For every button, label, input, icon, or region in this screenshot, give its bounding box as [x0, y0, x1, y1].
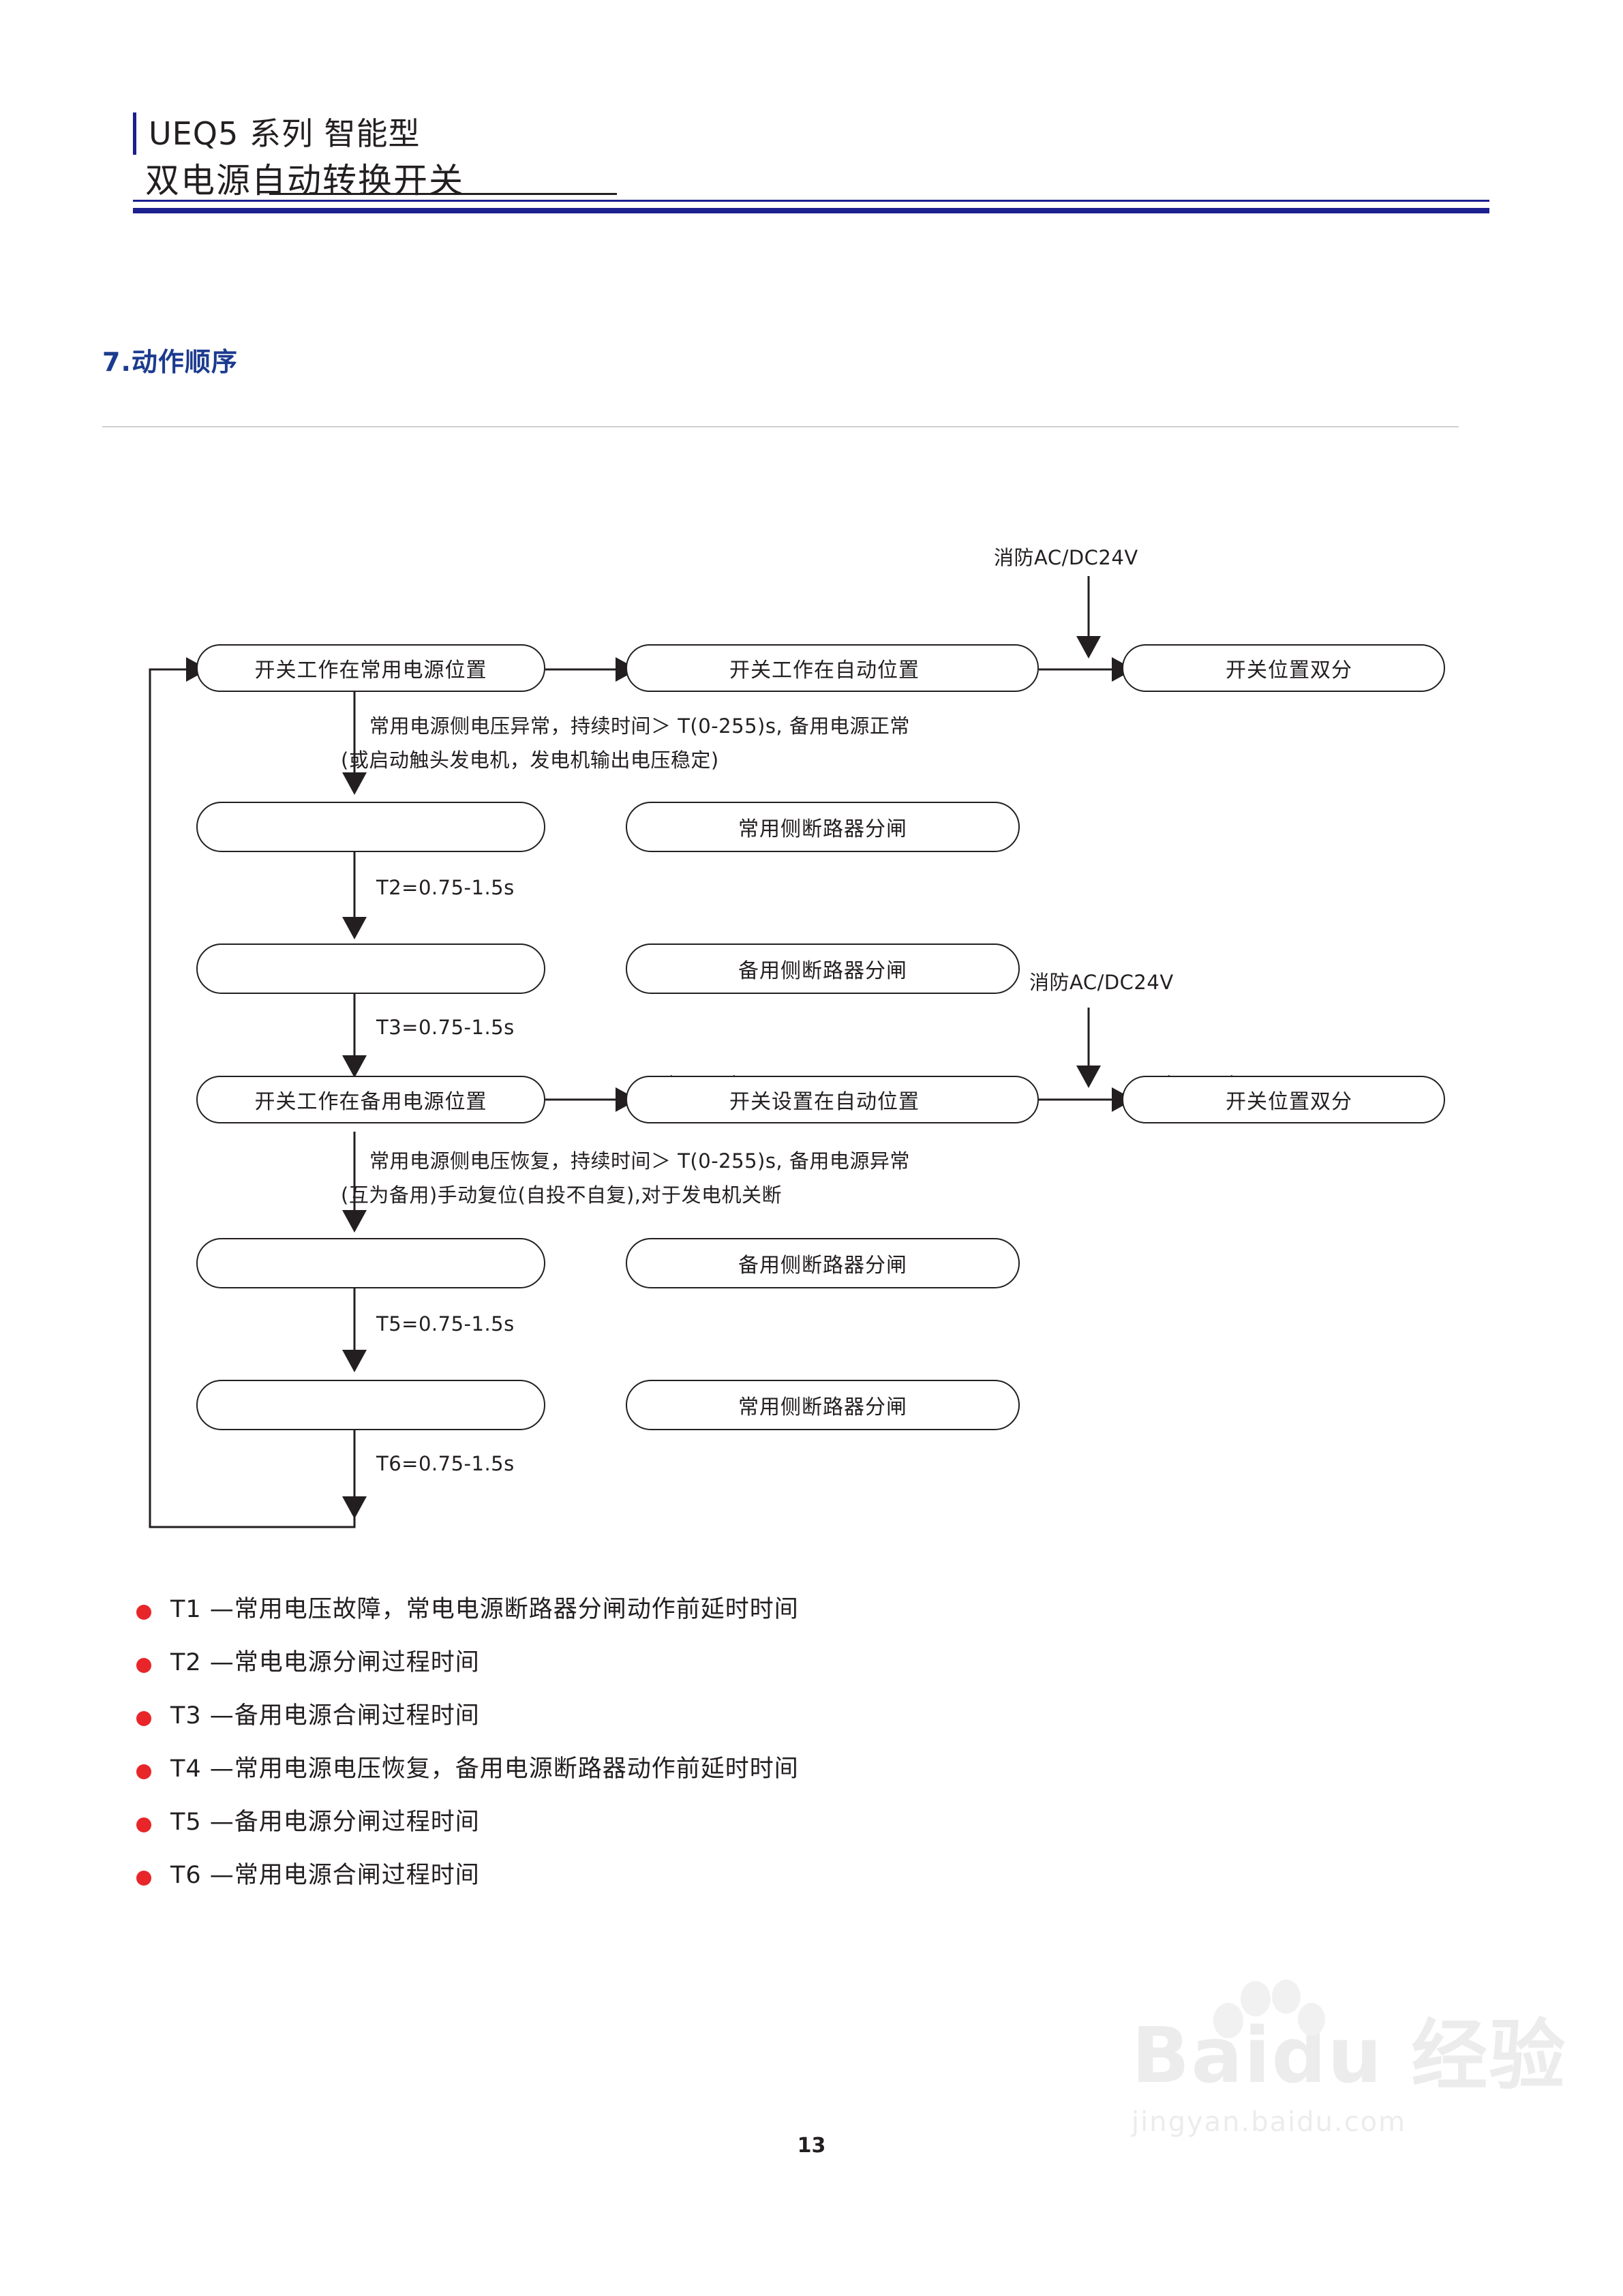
list-item: T6 —常用电源合闸过程时间 [136, 1861, 799, 1890]
legend-item-label: T4 —常用电源电压恢复，备用电源断路器动作前延时时间 [170, 1755, 799, 1783]
annotation-generator-start: (或启动触头发电机，发电机输出电压稳定) [341, 749, 719, 772]
node-blank-4[interactable] [196, 1380, 545, 1430]
paw-print-icon [1213, 1976, 1325, 2057]
annotation-normal-restore: 常用电源侧电压恢复，持续时间＞ T(0-255)s, 备用电源异常 [369, 1149, 910, 1173]
legend-list: T1 —常用电压故障，常电电源断路器分闸动作前延时时间 T2 —常电电源分闸过程… [136, 1595, 799, 1914]
bullet-dot-icon [136, 1658, 151, 1673]
header-title-line-1: UEQ5 系列 智能型 [133, 112, 1489, 155]
section-title: 7.动作顺序 [102, 347, 238, 377]
annotation-normal-abnormal: 常用电源侧电压异常，持续时间＞ T(0-255)s, 备用电源正常 [369, 714, 910, 738]
page-number: 13 [797, 2134, 826, 2158]
annotation-t2: T2=0.75-1.5s [376, 876, 515, 899]
node-normal-side-breaker-open-1[interactable]: 常用侧断路器分闸 [626, 802, 1020, 852]
legend-item-label: T3 —备用电源合闸过程时间 [170, 1702, 480, 1729]
document-header: UEQ5 系列 智能型 双电源自动转换开关 [133, 112, 1489, 213]
header-rule-thick [133, 208, 1489, 213]
list-item: T5 —备用电源分闸过程时间 [136, 1808, 799, 1837]
header-rule-thin [133, 200, 1489, 202]
bullet-dot-icon [136, 1711, 151, 1726]
watermark: Baidu 经验 jingyan.baidu.com [1132, 1980, 1567, 2209]
node-switch-set-auto[interactable]: 开关设置在自动位置 [626, 1076, 1039, 1123]
header-title-line-2: 双电源自动转换开关 [145, 161, 464, 201]
bullet-dot-icon [136, 1871, 151, 1886]
legend-item-label: T5 —备用电源分闸过程时间 [170, 1809, 480, 1836]
annotation-manual-reset: (互为备用)手动复位(自投不自复),对于发电机关断 [341, 1183, 782, 1207]
annotation-t3: T3=0.75-1.5s [376, 1016, 515, 1039]
bullet-dot-icon [136, 1764, 151, 1779]
node-normal-power-position[interactable]: 开关工作在常用电源位置 [196, 644, 545, 692]
header-title-rule [269, 193, 617, 195]
fire-signal-label-top: 消防AC/DC24V [994, 546, 1138, 569]
legend-item-label: T6 —常用电源合闸过程时间 [170, 1862, 480, 1889]
node-auto-position[interactable]: 开关工作在自动位置 [626, 644, 1039, 692]
node-backup-side-breaker-open-1[interactable]: 备用侧断路器分闸 [626, 943, 1020, 994]
section-divider [102, 426, 1459, 427]
list-item: T2 —常电电源分闸过程时间 [136, 1648, 799, 1677]
legend-item-label: T1 —常用电压故障，常电电源断路器分闸动作前延时时间 [170, 1596, 799, 1623]
node-backup-power-position[interactable]: 开关工作在备用电源位置 [196, 1076, 545, 1123]
bullet-dot-icon [136, 1817, 151, 1832]
node-blank-3[interactable] [196, 1238, 545, 1288]
watermark-url: jingyan.baidu.com [1132, 2106, 1407, 2138]
annotation-t5: T5=0.75-1.5s [376, 1312, 515, 1335]
list-item: T1 —常用电压故障，常电电源断路器分闸动作前延时时间 [136, 1595, 799, 1624]
node-blank-1[interactable] [196, 802, 545, 852]
annotation-t6: T6=0.75-1.5s [376, 1452, 515, 1475]
node-backup-side-breaker-open-2[interactable]: 备用侧断路器分闸 [626, 1238, 1020, 1288]
list-item: T4 —常用电源电压恢复，备用电源断路器动作前延时时间 [136, 1755, 799, 1783]
list-item: T3 —备用电源合闸过程时间 [136, 1702, 799, 1730]
watermark-brand: Baidu 经验 [1132, 2012, 1567, 2100]
node-switch-double-open-top[interactable]: 开关位置双分 [1122, 644, 1445, 692]
node-normal-side-breaker-open-2[interactable]: 常用侧断路器分闸 [626, 1380, 1020, 1430]
bullet-dot-icon [136, 1605, 151, 1620]
fire-signal-label-mid: 消防AC/DC24V [1029, 971, 1174, 994]
legend-item-label: T2 —常电电源分闸过程时间 [170, 1649, 480, 1676]
node-blank-2[interactable] [196, 943, 545, 994]
node-switch-double-open-mid[interactable]: 开关位置双分 [1122, 1076, 1445, 1123]
